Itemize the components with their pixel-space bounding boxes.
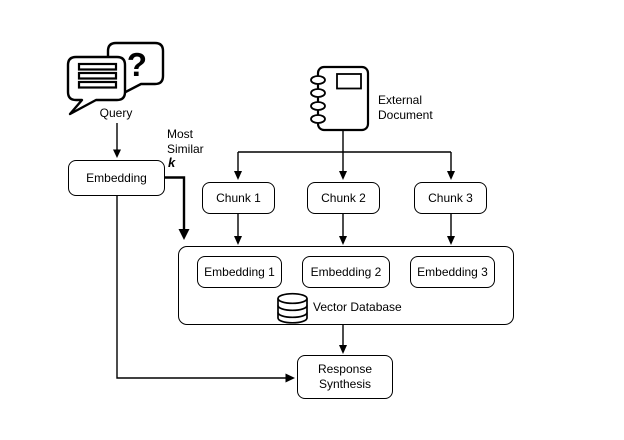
- chunk-1-node: Chunk 1: [202, 182, 275, 214]
- arrowheads: [113, 149, 455, 383]
- speech-bubbles-question-icon: ?: [66, 41, 165, 116]
- arrow-embedding-to-response: [116, 196, 286, 379]
- embedding-node-label: Embedding: [86, 170, 147, 185]
- embedding-1-node: Embedding 1: [197, 256, 282, 288]
- notebook-rings: [310, 75, 326, 124]
- chunk-2-label: Chunk 2: [321, 190, 366, 205]
- response-synthesis-node: Response Synthesis: [297, 355, 393, 399]
- chunk-3-node: Chunk 3: [414, 182, 487, 214]
- chunk-2-node: Chunk 2: [307, 182, 380, 214]
- embedding-1-label: Embedding 1: [204, 264, 275, 279]
- response-synthesis-label: Response Synthesis: [317, 362, 373, 391]
- chunk-1-label: Chunk 1: [216, 190, 261, 205]
- question-mark-glyph: ?: [127, 46, 147, 83]
- embedding-3-label: Embedding 3: [417, 264, 488, 279]
- text-bubble-lines: [77, 62, 118, 89]
- vector-database-container: [178, 246, 514, 325]
- query-label: Query: [99, 106, 133, 120]
- database-cylinder-icon: [277, 292, 308, 324]
- connector-lines: [116, 123, 452, 379]
- embedding-2-node: Embedding 2: [302, 256, 390, 288]
- embedding-node: Embedding: [68, 160, 165, 196]
- embedding-3-node: Embedding 3: [410, 256, 495, 288]
- vector-database-label: Vector Database: [313, 300, 402, 314]
- most-similar-label: Most Similar: [167, 127, 204, 156]
- external-document-label: External Document: [378, 93, 433, 122]
- embedding-2-label: Embedding 2: [310, 264, 382, 279]
- chunk-3-label: Chunk 3: [428, 190, 473, 205]
- k-label: k: [168, 155, 176, 170]
- notebook-icon: [310, 65, 370, 132]
- arrow-most-similar: [165, 176, 190, 240]
